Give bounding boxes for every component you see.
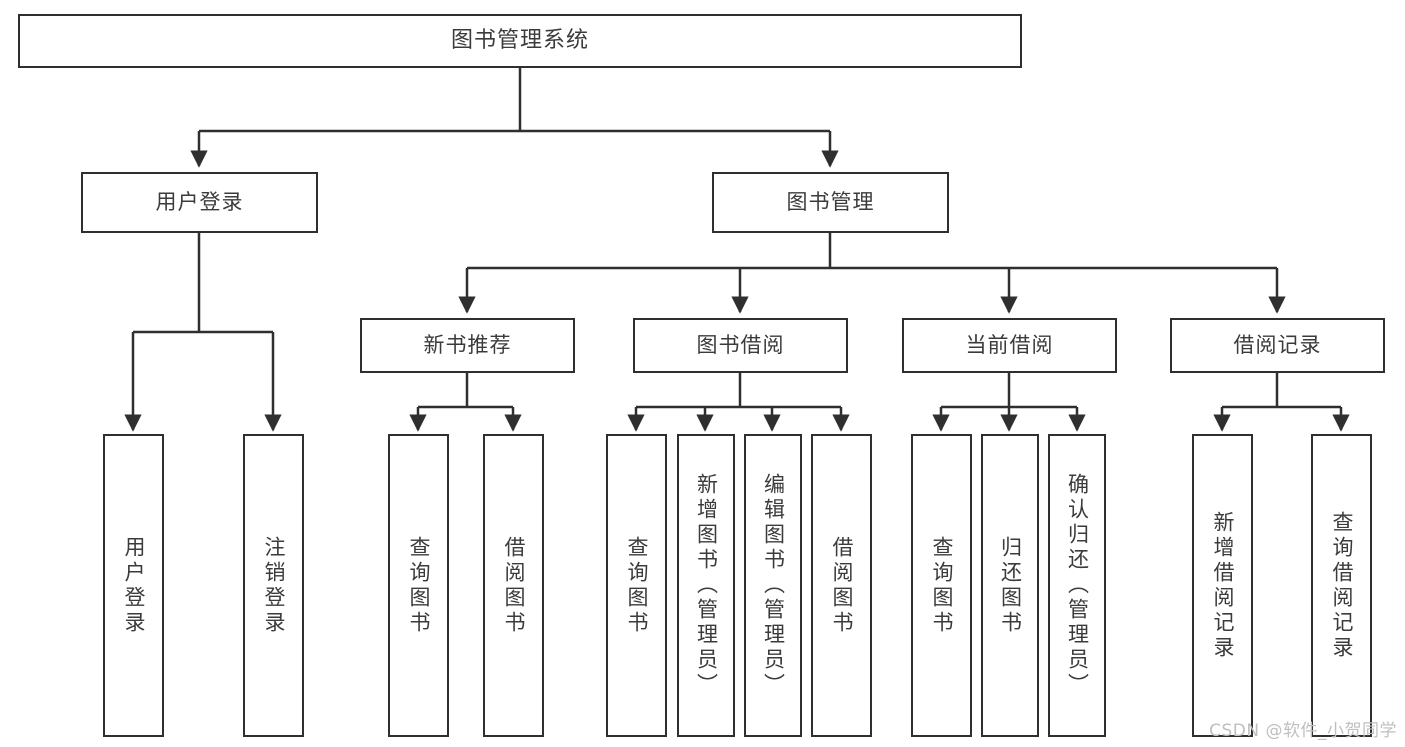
leaf-label: 借阅图书 — [830, 535, 854, 636]
leaf-label: 归还图书 — [998, 535, 1023, 636]
node-user-login[interactable]: 用户登录 — [81, 172, 318, 233]
leaf-label: 注销登录 — [262, 535, 286, 636]
leaf-label: 新增图书（管理员） — [694, 473, 719, 698]
leaf-label: 查询图书 — [407, 535, 431, 636]
node-book-manage[interactable]: 图书管理 — [712, 172, 949, 233]
leaf-book-borrow-borrow[interactable]: 借阅图书 — [811, 434, 872, 737]
leaf-book-borrow-add[interactable]: 新增图书（管理员） — [677, 434, 735, 737]
leaf-current-borrow-return[interactable]: 归还图书 — [981, 434, 1039, 737]
leaf-current-borrow-confirm[interactable]: 确认归还（管理员） — [1048, 434, 1106, 737]
leaf-label: 查询图书 — [930, 535, 954, 636]
leaf-new-book-borrow[interactable]: 借阅图书 — [483, 434, 544, 737]
leaf-label: 查询图书 — [625, 535, 649, 636]
leaf-book-borrow-query[interactable]: 查询图书 — [606, 434, 667, 737]
leaf-book-borrow-edit[interactable]: 编辑图书（管理员） — [744, 434, 802, 737]
node-new-book-recommend[interactable]: 新书推荐 — [360, 318, 575, 373]
node-book-borrow[interactable]: 图书借阅 — [633, 318, 848, 373]
leaf-label: 借阅图书 — [502, 535, 526, 636]
leaf-current-borrow-query[interactable]: 查询图书 — [911, 434, 972, 737]
node-root-system[interactable]: 图书管理系统 — [18, 14, 1022, 68]
leaf-label: 确认归还（管理员） — [1065, 473, 1090, 698]
leaf-new-book-query[interactable]: 查询图书 — [388, 434, 449, 737]
watermark-text: CSDN @软件_小贺同学 — [1209, 721, 1397, 741]
leaf-label: 用户登录 — [122, 535, 146, 636]
leaf-user-login-logout[interactable]: 注销登录 — [243, 434, 304, 737]
node-current-borrow[interactable]: 当前借阅 — [902, 318, 1117, 373]
leaf-borrow-record-add[interactable]: 新增借阅记录 — [1192, 434, 1253, 737]
leaf-user-login-login[interactable]: 用户登录 — [103, 434, 164, 737]
leaf-label: 新增借阅记录 — [1211, 510, 1235, 661]
leaf-label: 查询借阅记录 — [1330, 510, 1354, 661]
leaf-borrow-record-query[interactable]: 查询借阅记录 — [1311, 434, 1372, 737]
leaf-label: 编辑图书（管理员） — [761, 473, 786, 698]
node-borrow-record[interactable]: 借阅记录 — [1170, 318, 1385, 373]
